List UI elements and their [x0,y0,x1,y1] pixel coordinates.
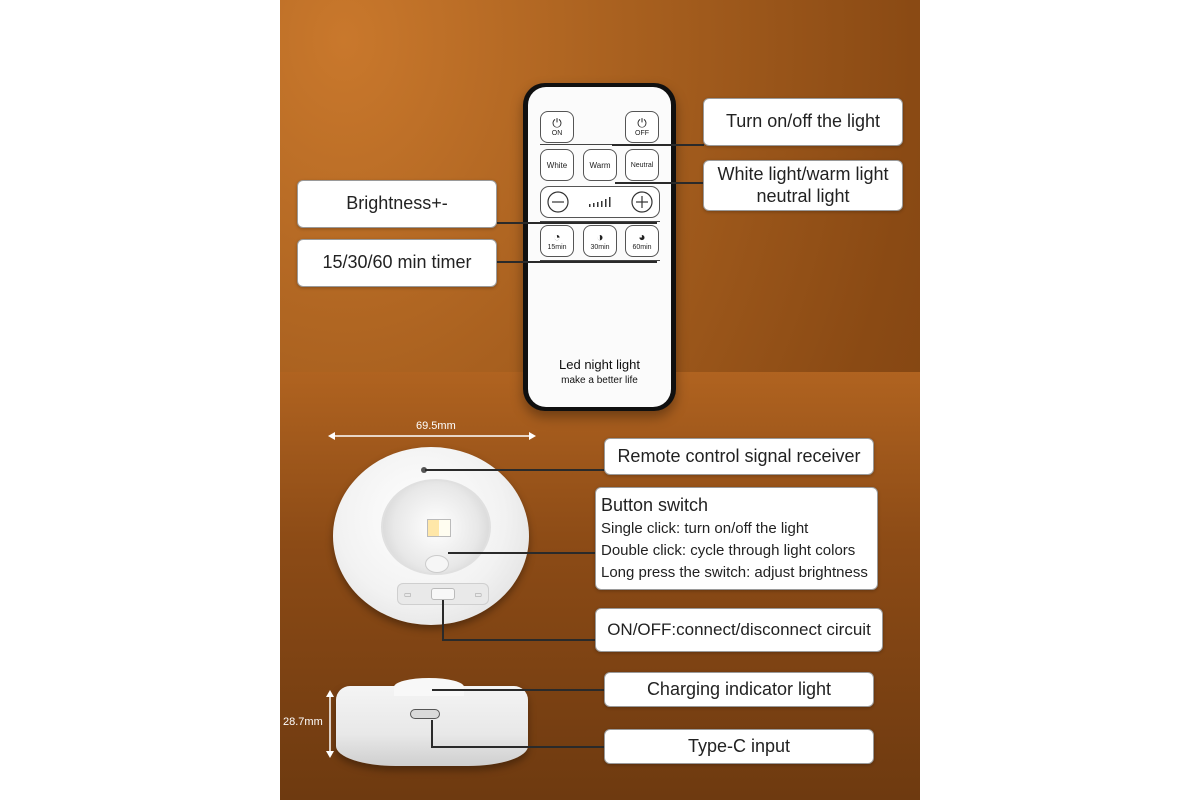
leader-line [448,552,596,554]
callout-colors: White light/warm light neutral light [703,160,903,211]
callout-typec-text: Type-C input [687,735,791,756]
height-dimension-label: 28.7mm [283,716,323,728]
leader-line [615,182,705,184]
warm-label: Warm [589,160,611,170]
divider [540,221,660,222]
t15-label: 15min [547,243,567,251]
plus-circle-icon[interactable] [631,191,653,213]
off-label: OFF [635,129,649,137]
callout-colors-line2: neutral light [756,185,850,206]
double-click-text: Double click: cycle through light colors [601,542,856,560]
remote-15min-button[interactable]: ◔ 15min [540,225,574,257]
leader-line [432,689,606,691]
callout-brightness-text: Brightness+- [346,193,448,214]
slider-on-mark: ▭ [474,589,482,599]
brand-line-2: make a better life [561,375,638,386]
neutral-label: Neutral [630,161,654,169]
lamp-onoff-slider[interactable]: ▭ ▭ [397,583,489,605]
remote-white-button[interactable]: White [540,149,574,181]
timer-icon: ◔ [553,229,561,244]
divider [540,260,660,261]
callout-timer-text: 15/30/60 min timer [322,252,472,273]
divider [540,144,660,145]
night-light-top-view: ▭ ▭ [333,447,529,625]
callout-onoff-circuit: ON/OFF:connect/disconnect circuit [595,608,883,652]
callout-onoff: Turn on/off the light [703,98,903,146]
callout-charging: Charging indicator light [604,672,874,707]
remote-face: ⏻ ON ⏻ OFF White Warm Neutral [528,87,671,407]
remote-neutral-button[interactable]: Neutral [625,149,659,181]
timer-icon: ◕ [638,229,646,244]
led-chip [427,519,451,537]
callout-colors-line1: White light/warm light [717,163,889,184]
callout-receiver: Remote control signal receiver [604,438,874,475]
callout-typec: Type-C input [604,729,874,764]
brightness-controls [547,191,653,213]
lamp-button-switch[interactable] [425,555,449,573]
remote-on-button[interactable]: ⏻ ON [540,111,574,143]
brightness-group [540,186,660,218]
leader-line [431,746,606,748]
t60-label: 60min [632,243,652,251]
timer-icon: ◑ [596,229,604,244]
remote-off-button[interactable]: ⏻ OFF [625,111,659,143]
height-dimension-arrow [326,690,334,758]
callout-charging-text: Charging indicator light [646,678,832,699]
remote-warm-button[interactable]: Warm [583,149,617,181]
slider-knob[interactable] [431,588,455,600]
charging-indicator-dome [394,678,464,696]
leader-line [612,144,704,146]
leader-line [431,720,433,747]
callout-timer: 15/30/60 min timer [297,239,497,287]
button-switch-title: Button switch [601,494,709,515]
remote-60min-button[interactable]: ◕ 60min [625,225,659,257]
slider-off-mark: ▭ [404,589,412,599]
brightness-level-icon [589,197,611,207]
remote-30min-button[interactable]: ◑ 30min [583,225,617,257]
remote-control: ⏻ ON ⏻ OFF White Warm Neutral [523,83,676,411]
power-icon: ⏻ [637,115,647,130]
type-c-port-icon [410,709,440,719]
single-click-text: Single click: turn on/off the light [601,520,809,538]
white-label: White [546,160,568,170]
width-dimension-label: 69.5mm [416,420,456,432]
callout-onoff-text: Turn on/off the light [725,111,881,132]
signal-receiver-dot [421,467,427,473]
callout-brightness: Brightness+- [297,180,497,228]
on-label: ON [551,129,563,137]
leader-line [497,261,657,263]
leader-line [442,600,444,640]
leader-line [497,222,657,224]
width-dimension-arrow [328,432,536,440]
minus-circle-icon[interactable] [547,191,569,213]
callout-button-switch: Button switch Single click: turn on/off … [595,487,878,590]
power-icon: ⏻ [552,115,562,130]
callout-receiver-text: Remote control signal receiver [617,445,861,466]
callout-onoff-circuit-text: ON/OFF:connect/disconnect circuit [607,619,871,639]
t30-label: 30min [590,243,610,251]
long-press-text: Long press the switch: adjust brightness [601,564,868,582]
leader-line [442,639,596,641]
brand-line-1: Led night light [559,357,640,372]
leader-line [425,469,605,471]
